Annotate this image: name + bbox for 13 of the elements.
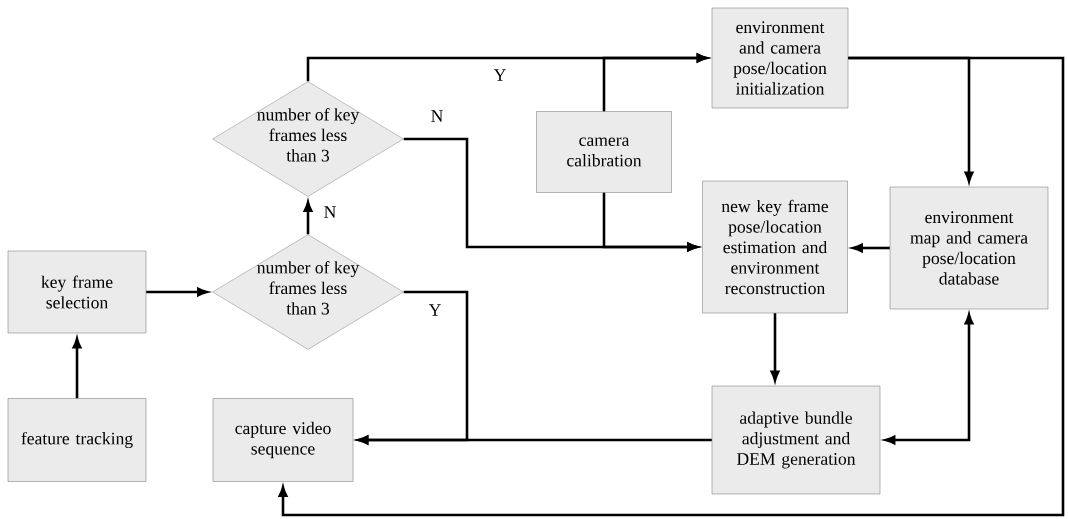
process-box: feature tracking	[7, 398, 147, 482]
edge-label: N	[429, 109, 445, 123]
process-box: environment and camera pose/location initialization	[711, 7, 849, 109]
edge-label: Y	[427, 303, 443, 317]
process-box: capture video sequence	[212, 398, 354, 482]
edge-label: N	[322, 205, 338, 219]
process-box: environment map and camera pose/location database	[889, 186, 1049, 310]
edge-label: Y	[492, 68, 508, 82]
process-box: new key frame pose/location estimation and environment reconstruction	[702, 180, 848, 314]
process-box: camera calibration	[536, 111, 672, 193]
arrow	[278, 56, 1065, 517]
process-box: key frame selection	[7, 250, 147, 334]
process-box: adaptive bundle adjustment and DEM generation	[711, 385, 881, 495]
